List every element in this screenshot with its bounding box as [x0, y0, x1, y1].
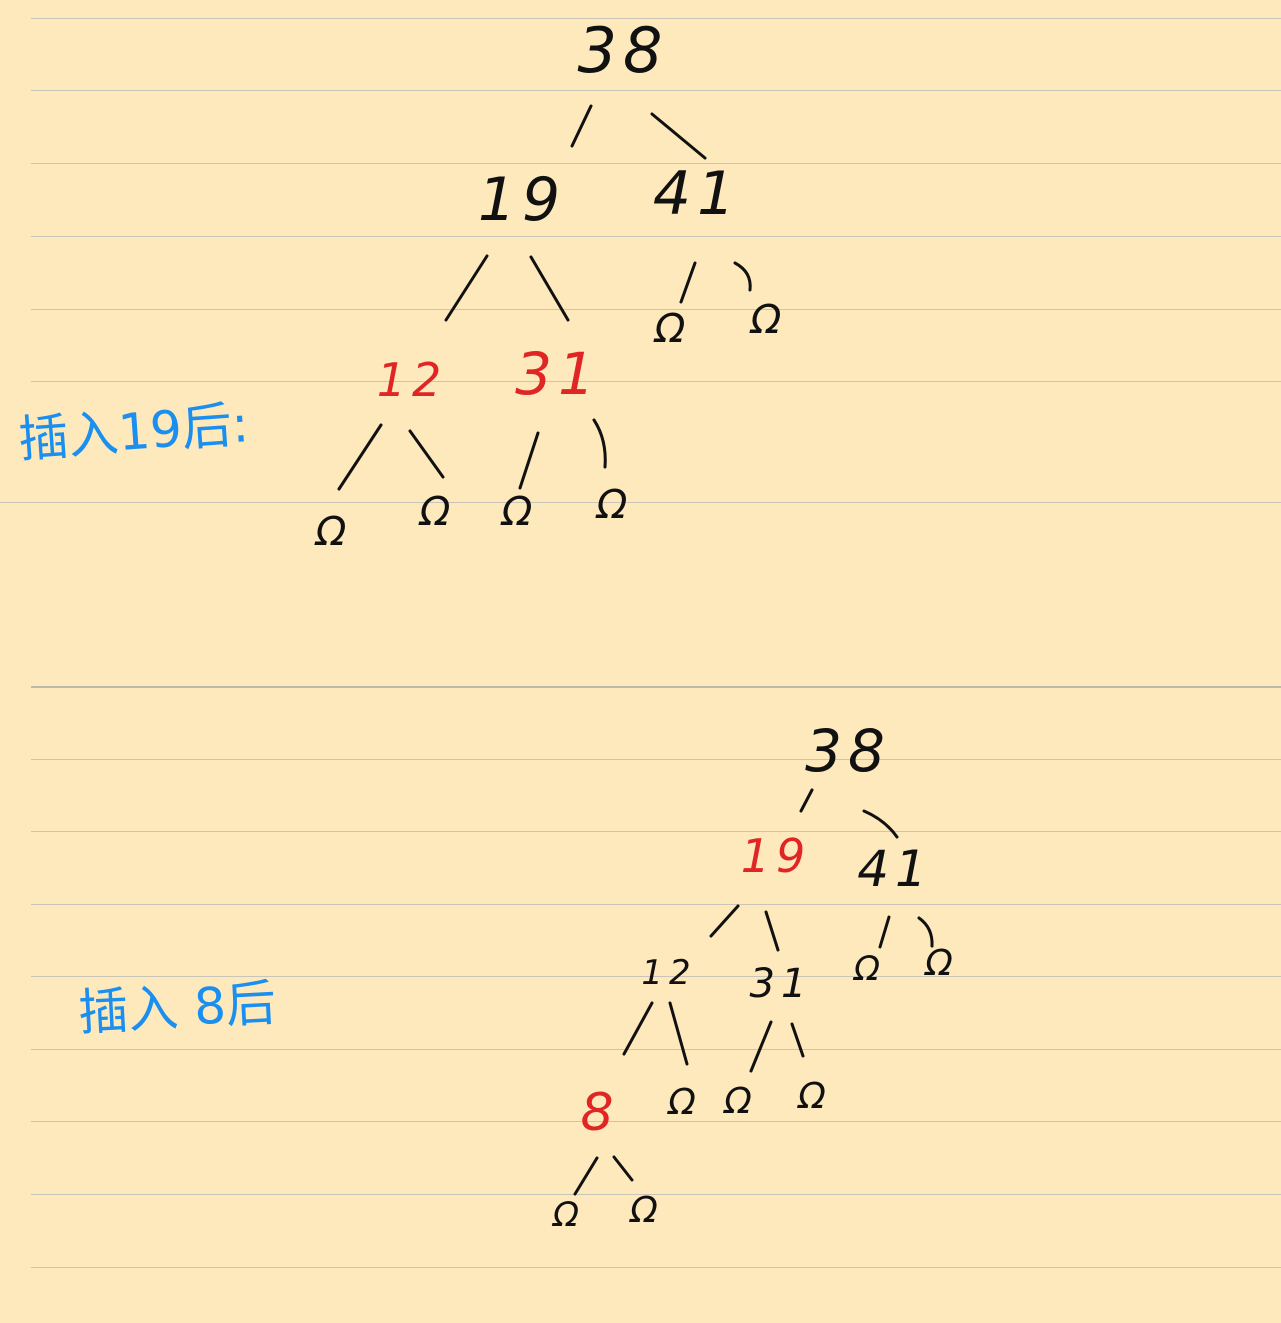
ruled-line — [31, 1194, 1281, 1195]
nil-leaf: Ω — [595, 482, 634, 528]
ruled-line — [31, 236, 1281, 237]
nil-leaf: Ω — [628, 1190, 664, 1231]
ruled-line — [31, 904, 1281, 905]
tree-node-31: 31 — [750, 961, 813, 1007]
edge — [529, 255, 570, 322]
ruled-line — [31, 381, 1281, 382]
tree-node-41: 41 — [653, 159, 741, 229]
edge — [573, 1156, 599, 1196]
ruled-line — [31, 90, 1281, 91]
edge — [337, 423, 383, 491]
nil-leaf: Ω — [314, 509, 353, 555]
section-divider — [31, 686, 1281, 688]
ruled-line — [31, 18, 1281, 19]
nil-leaf: Ω — [418, 489, 457, 535]
edge — [444, 254, 489, 322]
edge — [570, 104, 593, 148]
ruled-line — [31, 163, 1281, 164]
nil-leaf: Ω — [722, 1081, 758, 1122]
edge — [612, 1155, 634, 1182]
tree-node-12: 12 — [641, 953, 696, 993]
edge — [408, 429, 445, 479]
tree-node-31-red: 31 — [515, 340, 601, 408]
edge — [917, 916, 934, 948]
ruled-line — [31, 831, 1281, 832]
edge — [749, 1020, 773, 1073]
edge — [518, 431, 540, 490]
edge — [622, 1001, 654, 1056]
tree-node-root: 38 — [578, 14, 669, 87]
tree-node-8-red: 8 — [580, 1083, 619, 1143]
edge — [679, 261, 697, 304]
nil-leaf: Ω — [852, 949, 886, 989]
nil-leaf: Ω — [551, 1195, 585, 1235]
ruled-line — [31, 976, 1281, 977]
tree-node-19-red: 19 — [741, 829, 812, 883]
tree-diagram-after-insert-19: 38 19 41 12 31 Ω Ω Ω Ω Ω Ω — [314, 14, 788, 555]
edge — [733, 261, 752, 292]
nil-leaf: Ω — [923, 943, 959, 984]
edge — [764, 910, 780, 952]
edge — [592, 418, 607, 469]
nil-leaf: Ω — [653, 306, 692, 352]
edge — [862, 809, 899, 839]
ruled-line — [31, 309, 1281, 310]
edge — [709, 904, 740, 938]
nil-leaf: Ω — [666, 1082, 702, 1123]
edge — [878, 915, 891, 949]
edge — [668, 1001, 689, 1066]
edge — [799, 788, 814, 813]
tree-node-12-red: 12 — [377, 353, 448, 407]
nil-leaf: Ω — [500, 489, 539, 535]
ruled-line — [31, 1121, 1281, 1122]
tree-node-19: 19 — [478, 165, 566, 235]
edge — [650, 112, 707, 160]
nil-leaf: Ω — [796, 1076, 832, 1117]
edge — [790, 1022, 805, 1058]
nil-leaf: Ω — [749, 297, 788, 343]
ruled-line — [31, 1049, 1281, 1050]
ruled-line — [0, 502, 1281, 503]
ruled-line — [31, 759, 1281, 760]
ruled-line — [31, 1267, 1281, 1268]
tree-node-root: 38 — [805, 717, 891, 785]
tree-node-41: 41 — [857, 840, 933, 898]
